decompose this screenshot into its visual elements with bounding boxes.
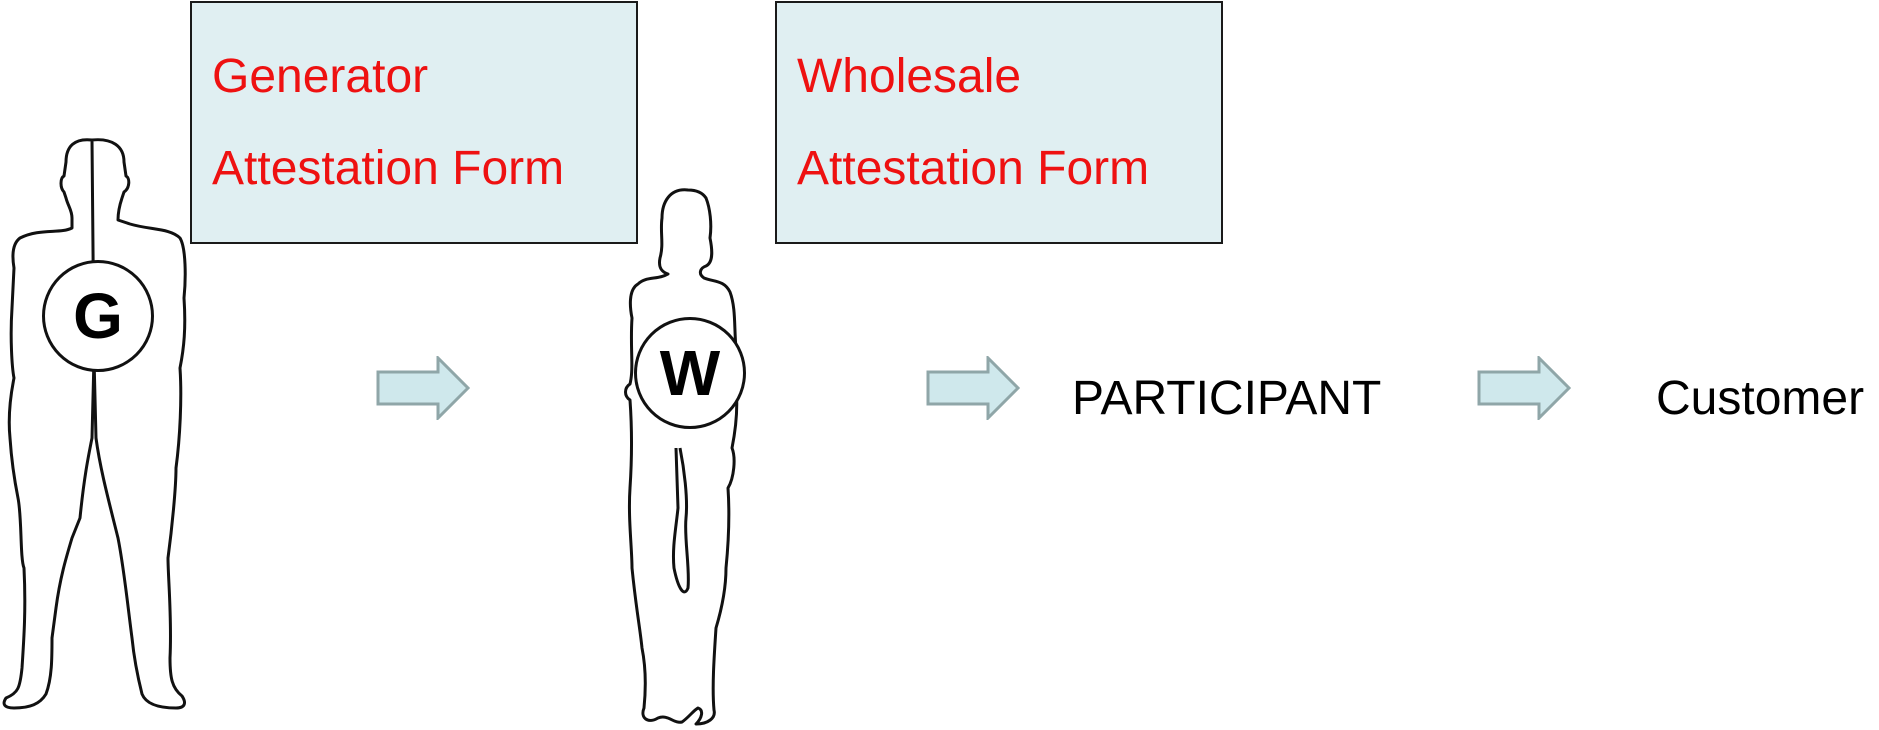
generator-form-title-line1: Generator <box>212 50 429 103</box>
customer-label: Customer <box>1656 372 1865 425</box>
wholesale-attestation-form-box: Wholesale Attestation Form <box>775 1 1223 244</box>
wholesale-form-title-line1: Wholesale <box>797 50 1022 103</box>
participant-label: PARTICIPANT <box>1072 372 1382 425</box>
man-silhouette-icon <box>2 138 187 710</box>
wholesale-form-title-line2: Attestation Form <box>797 142 1150 195</box>
generator-form-title-line2: Attestation Form <box>212 142 565 195</box>
generator-badge: G <box>42 260 154 372</box>
wholesale-badge: W <box>634 317 746 429</box>
woman-silhouette-icon <box>624 188 739 726</box>
generator-attestation-form-box: Generator Attestation Form <box>190 1 638 244</box>
right-arrow-icon <box>376 356 470 420</box>
right-arrow-icon <box>926 356 1020 420</box>
right-arrow-icon <box>1477 356 1571 420</box>
